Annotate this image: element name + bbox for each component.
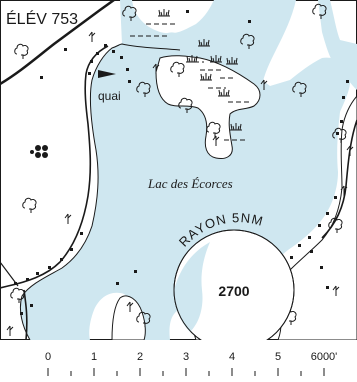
road-shore-left [0,45,109,289]
scale-tick-label: 4 [229,351,235,363]
lower-peninsula [111,295,146,340]
dock-marker-icon [98,70,116,78]
scale-tick-label: 5 [275,351,281,363]
map-canvas: ÉLÉV 753 quai Lac des Écorces RAYON 5NM … [0,0,357,340]
scale-tick-label: 2 [137,351,143,363]
scale-tick-label: 1 [91,351,97,363]
scale-bar: 0 1 2 3 4 5 6000' [45,351,338,376]
island-upper [155,55,261,159]
road-right [321,119,357,239]
right-channel [318,0,357,90]
road-upper-left [0,0,115,86]
house-cluster [30,145,48,158]
dock-label: quai [98,89,121,103]
lake-name: Lac des Écorces [147,176,233,191]
center-value: 2700 [218,283,249,299]
scale-tick-label: 6000' [311,351,338,363]
elevation-label: ÉLÉV 753 [6,9,78,28]
scale-tick-label: 3 [183,351,189,363]
scale-tick-label: 0 [45,351,51,363]
